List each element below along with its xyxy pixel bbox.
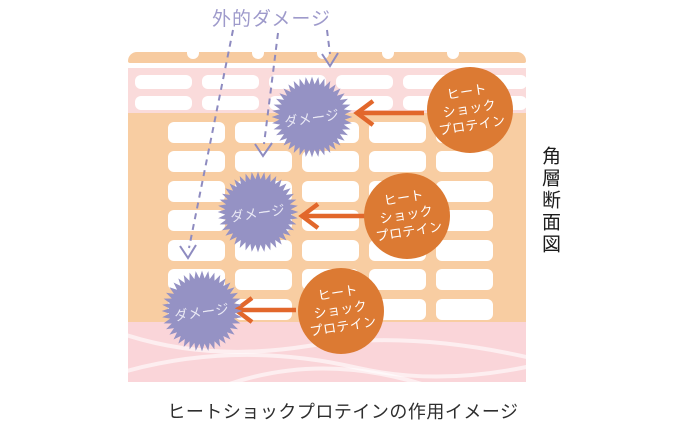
corneocyte-cell <box>135 96 192 110</box>
corneocyte-cell <box>135 75 192 89</box>
hsp-circle: ヒート ショック プロテイン <box>298 268 384 354</box>
skin-texture-notch <box>187 51 199 59</box>
skin-texture-notch <box>447 51 459 59</box>
corneocyte-cell <box>369 151 426 172</box>
side-caption: 角層断面図 <box>539 146 561 256</box>
corneocyte-cell <box>302 210 359 231</box>
corneocyte-cell <box>168 151 225 172</box>
skin-texture-notch <box>317 51 329 59</box>
hsp-circle: ヒート ショック プロテイン <box>427 67 513 153</box>
corneocyte-cell <box>436 181 493 202</box>
corneocyte-cell <box>436 151 493 172</box>
starburst-shape <box>161 270 243 352</box>
corneocyte-cell <box>202 96 259 110</box>
bottom-caption: ヒートショックプロテインの作用イメージ <box>167 402 519 423</box>
hsp-circle: ヒート ショック プロテイン <box>364 173 450 259</box>
corneocyte-cell <box>302 151 359 172</box>
corneocyte-cell <box>235 151 292 172</box>
skin-surface-band <box>128 51 526 63</box>
starburst-shape <box>217 171 299 253</box>
corneocyte-cell <box>336 75 393 89</box>
corneocyte-cell <box>436 210 493 231</box>
damage-burst: ダメージ <box>160 269 244 353</box>
corneocyte-cell <box>302 240 359 261</box>
corneocyte-cell <box>235 269 292 290</box>
corneocyte-cell <box>369 122 426 143</box>
corneocyte-cell <box>436 299 493 320</box>
hsp-circle-label: ヒート ショック プロテイン <box>437 81 508 139</box>
corneocyte-cell <box>436 269 493 290</box>
corneocyte-cell <box>436 240 493 261</box>
damage-burst: ダメージ <box>216 170 300 254</box>
damage-burst: ダメージ <box>270 75 354 159</box>
corneocyte-cell <box>302 181 359 202</box>
hsp-circle-label: ヒート ショック プロテイン <box>308 282 379 340</box>
corneocyte-cell <box>202 75 259 89</box>
corneocyte-cell <box>168 122 225 143</box>
hsp-circle-label: ヒート ショック プロテイン <box>374 187 445 245</box>
skin-texture-notch <box>252 51 264 59</box>
dermis-fiber-lines <box>128 333 526 382</box>
skin-texture-notch <box>382 51 394 59</box>
starburst-shape <box>271 76 353 158</box>
external-damage-label: 外的ダメージ <box>212 8 332 30</box>
corneocyte-cell <box>369 269 426 290</box>
